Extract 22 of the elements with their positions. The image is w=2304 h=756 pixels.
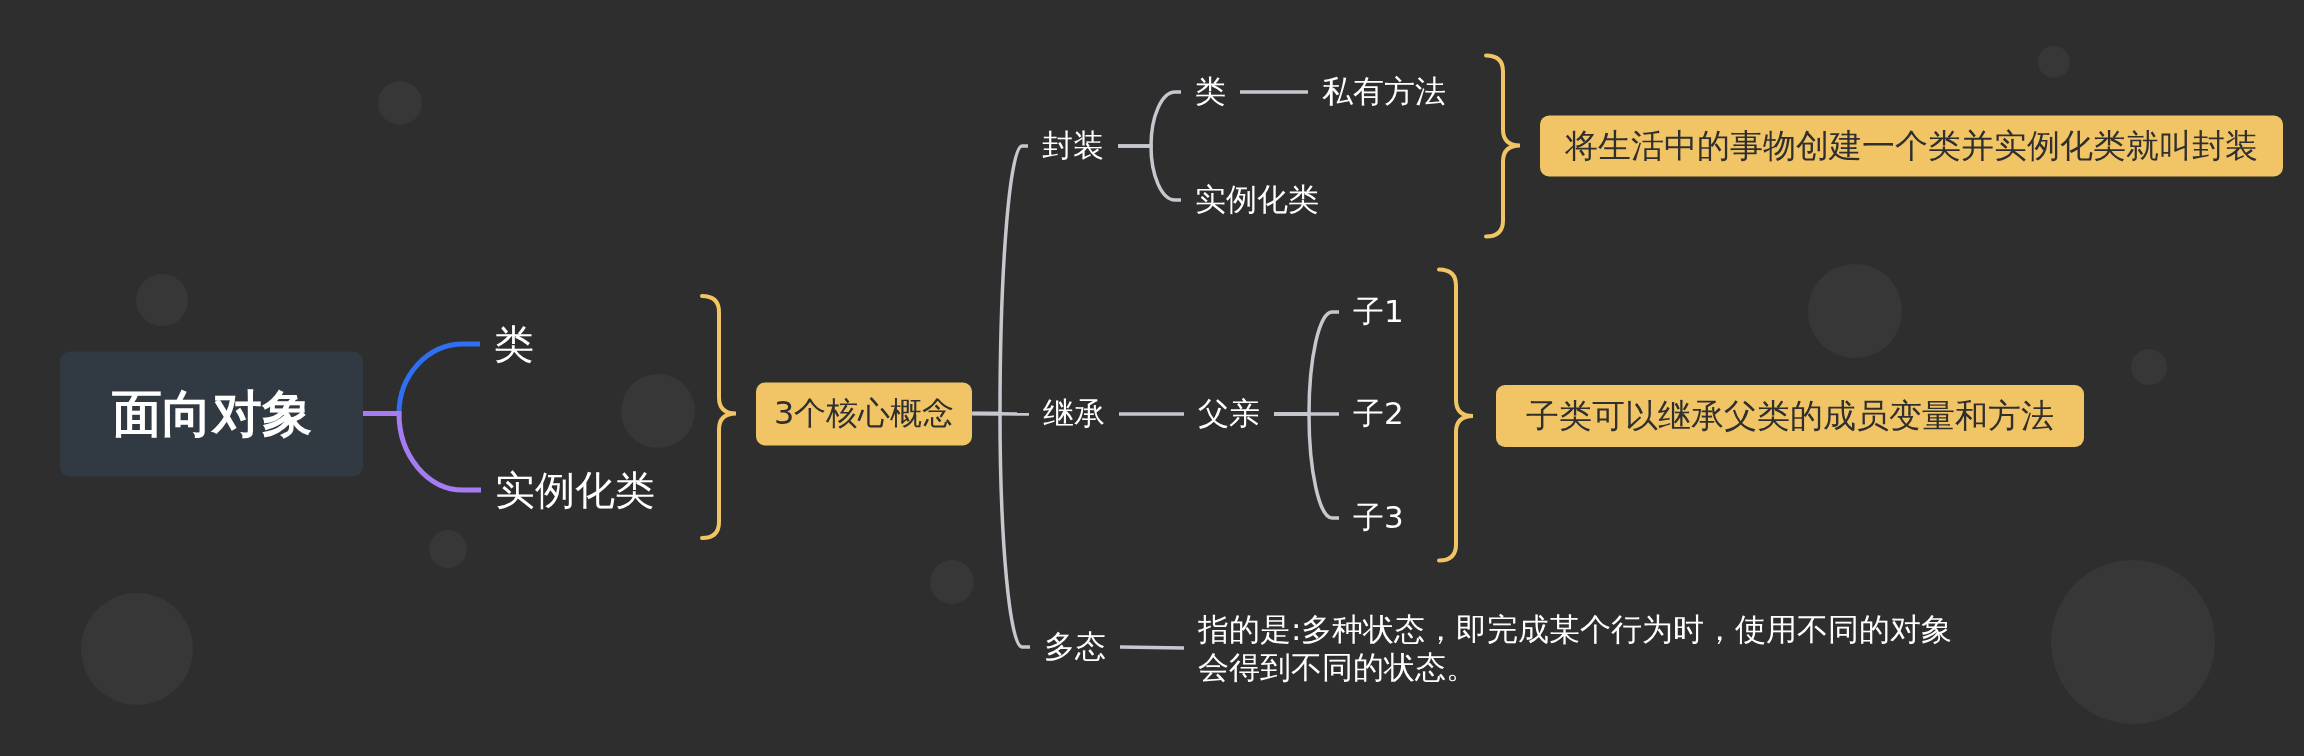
central-topic-box: 面向对象 — [60, 351, 363, 476]
description-text: 指的是:多种状态，即完成某个行为时，使用不同的对象会得到不同的状态。 — [1184, 608, 1987, 688]
topic-label: 实例化类 — [1181, 179, 1333, 221]
branch-line — [363, 411, 481, 493]
topic-label: 私有方法 — [1308, 71, 1460, 113]
branch-line — [1119, 412, 1184, 416]
summary-box: 将生活中的事物创建一个类并实例化类就叫封装 — [1540, 115, 2283, 176]
topic-label: 父亲 — [1184, 393, 1274, 435]
topic-label: 类 — [1181, 71, 1240, 113]
topic-label: 子1 — [1339, 291, 1418, 333]
branch-line — [1240, 90, 1308, 94]
topic-label: 子3 — [1339, 497, 1418, 539]
branch-line — [1118, 144, 1181, 202]
summary-box: 3个核心概念 — [756, 382, 973, 445]
topic-label: 封装 — [1028, 125, 1118, 167]
summary-box: 子类可以继承父类的成员变量和方法 — [1496, 385, 2084, 447]
topic-label: 多态 — [1030, 626, 1120, 668]
topic-label: 实例化类 — [481, 464, 669, 516]
branch-line — [1119, 645, 1185, 650]
topic-label: 继承 — [1029, 393, 1119, 435]
topic-label: 类 — [480, 318, 548, 370]
topic-label: 子2 — [1339, 393, 1418, 435]
